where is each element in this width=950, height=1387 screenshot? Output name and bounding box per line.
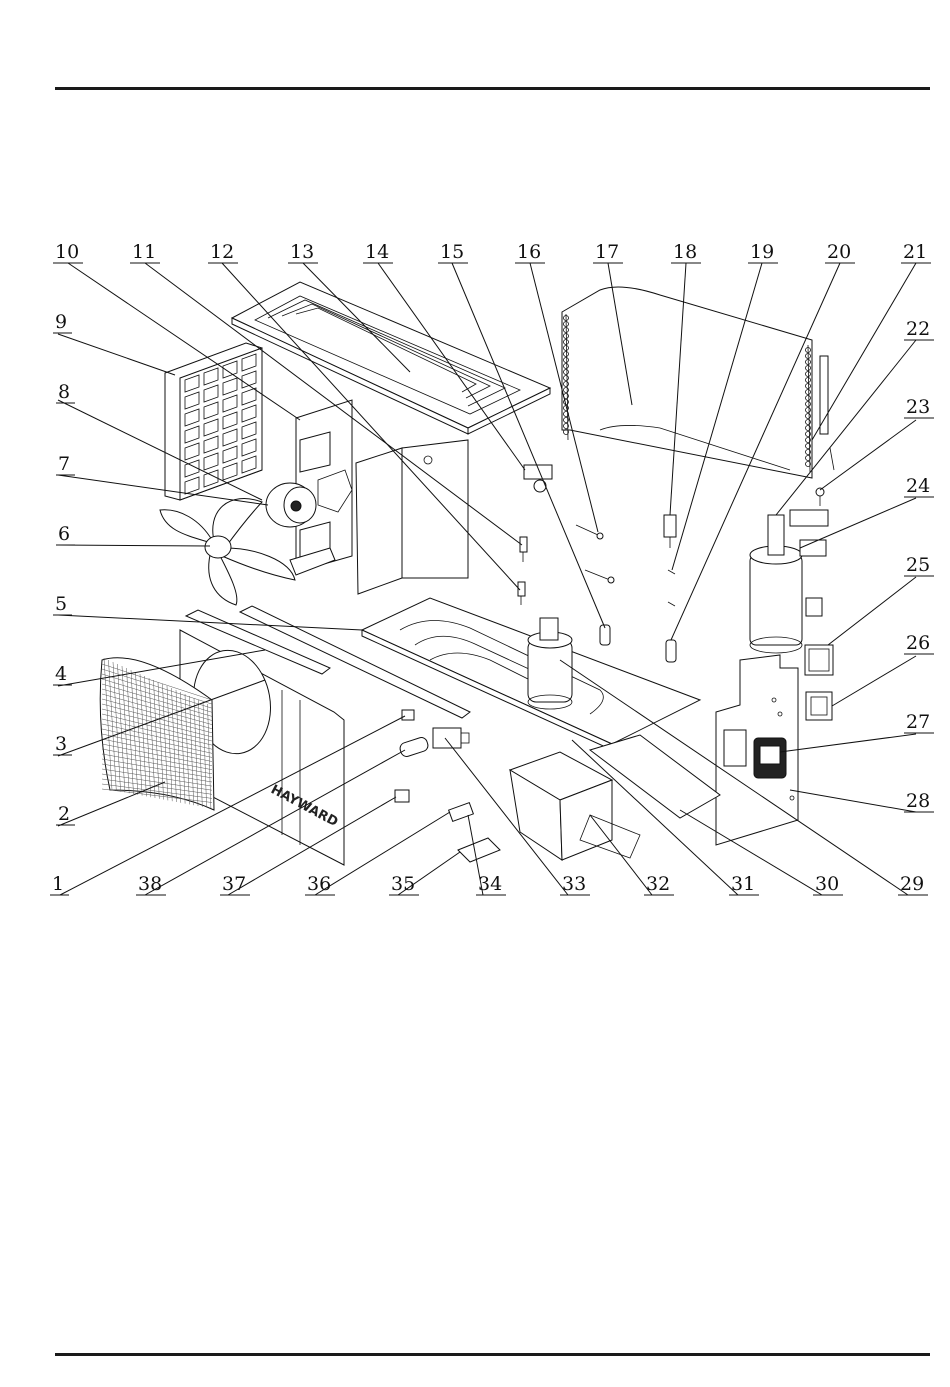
callout-18: 18 — [673, 241, 697, 263]
controller-27-part — [754, 738, 786, 778]
terminal-35-part — [449, 803, 474, 822]
heat-exchanger-part — [750, 488, 828, 653]
callout-11: 11 — [132, 241, 156, 263]
callout-3: 3 — [55, 733, 67, 755]
capacitor-37-part — [399, 736, 430, 758]
callout-22: 22 — [906, 318, 930, 340]
callout-30: 30 — [815, 873, 839, 895]
board-34-part — [458, 838, 500, 862]
callout-38: 38 — [138, 873, 162, 895]
callout-14: 14 — [365, 241, 389, 263]
callout-23: 23 — [906, 396, 930, 418]
callout-29: 29 — [900, 873, 924, 895]
callout-17: 17 — [595, 241, 619, 263]
callout-4: 4 — [55, 663, 67, 685]
callout-19: 19 — [750, 241, 774, 263]
evaporator-coil-part — [562, 287, 834, 478]
callout-33: 33 — [562, 873, 586, 895]
callout-32: 32 — [646, 873, 670, 895]
callout-28: 28 — [906, 790, 930, 812]
relay-36-part — [395, 790, 409, 802]
callout-26: 26 — [906, 632, 930, 654]
callout-10: 10 — [55, 241, 79, 263]
callout-8: 8 — [58, 381, 70, 403]
callout-5: 5 — [55, 593, 67, 615]
callout-20: 20 — [827, 241, 851, 263]
callout-24: 24 — [906, 475, 930, 497]
callout-12: 12 — [210, 241, 234, 263]
callout-6: 6 — [58, 523, 70, 545]
sensor-10-part — [518, 582, 525, 605]
callout-21: 21 — [903, 241, 927, 263]
callout-16: 16 — [517, 241, 541, 263]
fan-motor-part — [266, 483, 316, 527]
pin-19-part — [668, 570, 675, 606]
sensor-11-part — [520, 537, 527, 562]
callout-27: 27 — [906, 711, 930, 733]
callout-7: 7 — [58, 453, 70, 475]
top-cover-part — [232, 282, 550, 434]
callout-15: 15 — [440, 241, 464, 263]
panel-25-part — [805, 645, 833, 675]
callout-37: 37 — [222, 873, 246, 895]
callout-13: 13 — [290, 241, 314, 263]
callout-9: 9 — [55, 311, 67, 333]
callout-1: 1 — [52, 873, 64, 895]
component-38-part — [402, 710, 414, 720]
panel-26-part — [806, 692, 832, 720]
callout-36: 36 — [307, 873, 331, 895]
expansion-valve-18-part — [664, 515, 676, 548]
callout-34: 34 — [478, 873, 502, 895]
callout-2: 2 — [58, 803, 70, 825]
callout-31: 31 — [731, 873, 755, 895]
callout-25: 25 — [906, 554, 930, 576]
probe-16-part — [576, 525, 614, 583]
callout-35: 35 — [391, 873, 415, 895]
filter-20-part — [666, 640, 676, 662]
